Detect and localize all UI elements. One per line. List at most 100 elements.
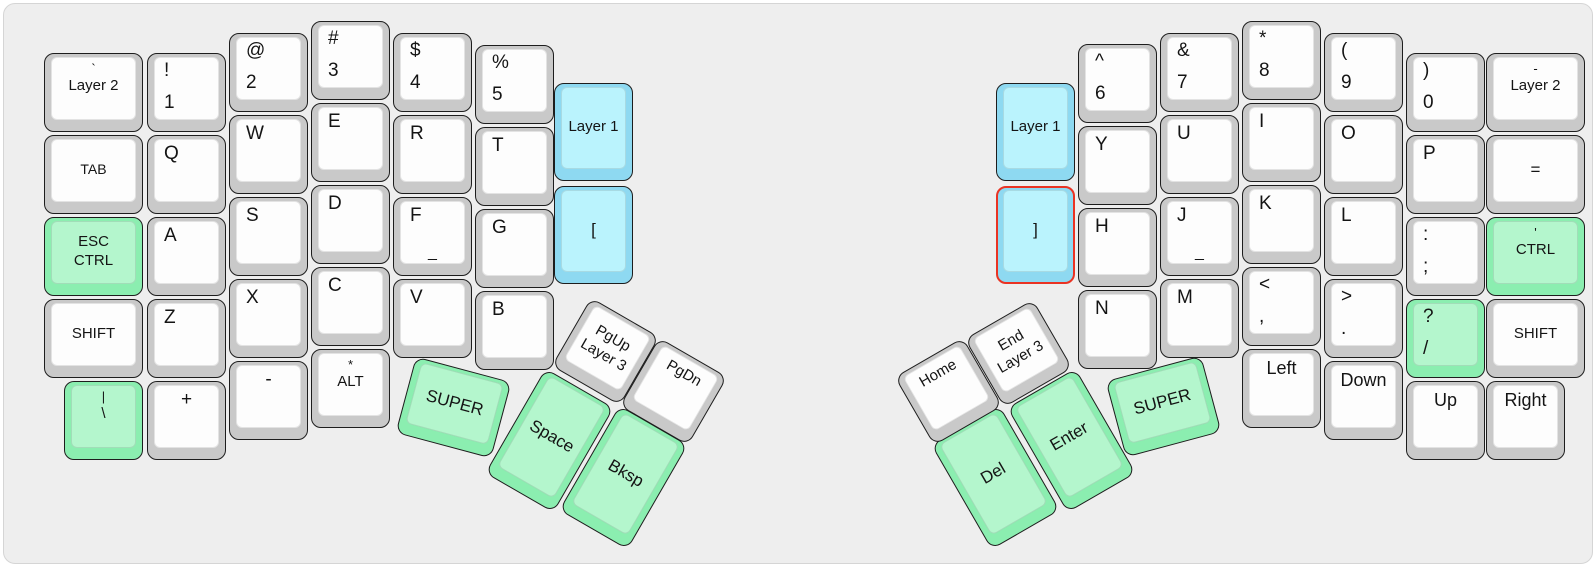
key-9[interactable]: (9 bbox=[1324, 33, 1403, 112]
key-k[interactable]: K bbox=[1242, 185, 1321, 264]
key-c[interactable]: C bbox=[311, 267, 390, 346]
key-legend: D bbox=[328, 193, 342, 214]
key-p[interactable]: P bbox=[1406, 135, 1485, 214]
keycap-top: O bbox=[1331, 119, 1396, 182]
key-0[interactable]: )0 bbox=[1406, 53, 1485, 132]
key-legend: A bbox=[164, 225, 177, 246]
key-legend: SUPER bbox=[1131, 384, 1193, 418]
key-a[interactable]: A bbox=[147, 217, 226, 296]
key-minus[interactable]: - bbox=[229, 361, 308, 440]
key-super-right[interactable]: SUPER bbox=[1105, 355, 1222, 458]
key-5[interactable]: %5 bbox=[475, 45, 554, 124]
key-q[interactable]: Q bbox=[147, 135, 226, 214]
key-minus-layer2[interactable]: -Layer 2 bbox=[1486, 53, 1585, 132]
key-comma[interactable]: <, bbox=[1242, 267, 1321, 346]
key-super-left[interactable]: SUPER bbox=[395, 356, 512, 459]
key-pipe-backslash[interactable]: |\ bbox=[64, 381, 143, 460]
key-legend: ` bbox=[91, 61, 96, 76]
keycap-top: - bbox=[236, 365, 301, 428]
key-equals[interactable]: = bbox=[1486, 135, 1585, 214]
key-7[interactable]: &7 bbox=[1160, 33, 1239, 112]
key-arrow-right[interactable]: Right bbox=[1486, 381, 1565, 460]
key-h[interactable]: H bbox=[1078, 208, 1157, 287]
key-v[interactable]: V bbox=[393, 279, 472, 358]
key-legend: CTRL bbox=[1515, 241, 1556, 258]
key-arrow-left[interactable]: Left bbox=[1242, 349, 1321, 428]
key-star-alt[interactable]: *ALT bbox=[311, 349, 390, 428]
key-legend: ESC bbox=[78, 233, 109, 250]
key-plus[interactable]: + bbox=[147, 381, 226, 460]
key-f[interactable]: F_ bbox=[393, 197, 472, 276]
key-legend: # bbox=[328, 28, 339, 49]
key-legend: Layer 1 bbox=[568, 118, 619, 135]
key-legend: Down bbox=[1340, 370, 1387, 390]
key-shift-right[interactable]: SHIFT bbox=[1486, 299, 1585, 378]
key-legend: V bbox=[410, 287, 423, 308]
key-legend: J bbox=[1177, 205, 1187, 226]
key-layer1-left[interactable]: Layer 1 bbox=[554, 83, 633, 181]
key-j[interactable]: J_ bbox=[1160, 197, 1239, 276]
key-legend: 6 bbox=[1095, 83, 1106, 104]
key-legend: 8 bbox=[1259, 60, 1270, 81]
key-left-bracket[interactable]: [ bbox=[554, 186, 633, 284]
keycap-top: A bbox=[154, 221, 219, 284]
key-shift-left[interactable]: SHIFT bbox=[44, 299, 143, 378]
key-legend: G bbox=[492, 217, 507, 238]
keycap-top: L bbox=[1331, 201, 1396, 264]
key-w[interactable]: W bbox=[229, 115, 308, 194]
key-1[interactable]: !1 bbox=[147, 53, 226, 132]
key-quote-ctrl[interactable]: 'CTRL bbox=[1486, 217, 1585, 296]
key-z[interactable]: Z bbox=[147, 299, 226, 378]
key-right-bracket[interactable]: ] bbox=[996, 186, 1075, 284]
key-arrow-up[interactable]: Up bbox=[1406, 381, 1485, 460]
key-semicolon[interactable]: :; bbox=[1406, 217, 1485, 296]
key-l[interactable]: L bbox=[1324, 197, 1403, 276]
key-u[interactable]: U bbox=[1160, 115, 1239, 194]
key-legend: Bksp bbox=[605, 455, 648, 491]
key-legend: - bbox=[265, 369, 272, 390]
key-legend: | bbox=[101, 389, 106, 404]
keycap-top: + bbox=[154, 385, 219, 448]
keycap-top: T bbox=[482, 131, 547, 194]
key-2[interactable]: @2 bbox=[229, 33, 308, 112]
key-legend: S bbox=[246, 205, 259, 226]
key-question-slash[interactable]: ?/ bbox=[1406, 299, 1485, 378]
key-legend: ' bbox=[1534, 225, 1537, 240]
key-e[interactable]: E bbox=[311, 103, 390, 182]
key-arrow-down[interactable]: Down bbox=[1324, 361, 1403, 440]
keycap-top: C bbox=[318, 271, 383, 334]
key-legend: 9 bbox=[1341, 72, 1352, 93]
key-legend: - bbox=[1533, 61, 1538, 76]
key-tab[interactable]: TAB bbox=[44, 135, 143, 214]
key-m[interactable]: M bbox=[1160, 279, 1239, 358]
keycap-top: X bbox=[236, 283, 301, 346]
key-t[interactable]: T bbox=[475, 127, 554, 206]
key-r[interactable]: R bbox=[393, 115, 472, 194]
key-g[interactable]: G bbox=[475, 209, 554, 288]
key-n[interactable]: N bbox=[1078, 290, 1157, 369]
key-y[interactable]: Y bbox=[1078, 126, 1157, 205]
key-legend: * bbox=[1259, 28, 1267, 49]
keycap-top: Y bbox=[1085, 130, 1150, 193]
key-3[interactable]: #3 bbox=[311, 21, 390, 100]
key-i[interactable]: I bbox=[1242, 103, 1321, 182]
keycap-top: U bbox=[1167, 119, 1232, 182]
key-s[interactable]: S bbox=[229, 197, 308, 276]
key-backtick-layer2[interactable]: `Layer 2 bbox=[44, 53, 143, 132]
key-d[interactable]: D bbox=[311, 185, 390, 264]
key-4[interactable]: $4 bbox=[393, 33, 472, 112]
key-legend: E bbox=[328, 111, 341, 132]
key-x[interactable]: X bbox=[229, 279, 308, 358]
key-legend: & bbox=[1177, 40, 1190, 61]
key-legend: + bbox=[180, 389, 193, 410]
key-o[interactable]: O bbox=[1324, 115, 1403, 194]
key-legend: Left bbox=[1266, 358, 1297, 378]
key-8[interactable]: *8 bbox=[1242, 21, 1321, 100]
key-legend: SHIFT bbox=[1513, 324, 1558, 342]
keycap-top: Down bbox=[1331, 365, 1396, 428]
key-b[interactable]: B bbox=[475, 291, 554, 370]
key-6[interactable]: ^6 bbox=[1078, 44, 1157, 123]
key-period[interactable]: >. bbox=[1324, 279, 1403, 358]
key-layer1-right[interactable]: Layer 1 bbox=[996, 83, 1075, 181]
